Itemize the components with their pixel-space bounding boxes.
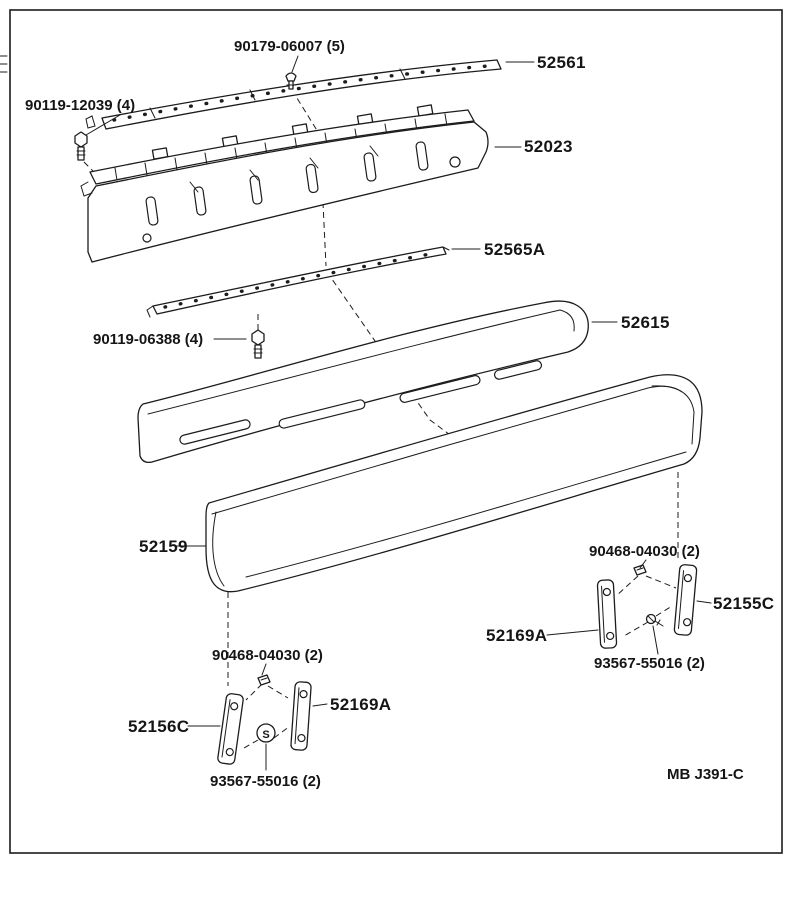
part-52615-energy-absorber bbox=[137, 300, 589, 464]
callout-52155c: 52155C bbox=[713, 594, 774, 613]
callout-52023: 52023 bbox=[524, 137, 573, 156]
face-hatch-ticks bbox=[189, 145, 379, 193]
reinforcement-slots bbox=[145, 141, 429, 226]
screw-93567-right bbox=[645, 613, 664, 627]
callout-52156c: 52156C bbox=[128, 717, 189, 736]
callout-90468-right: 90468-04030 (2) bbox=[589, 543, 700, 560]
callout-labels: 90179-06007 (5) 52561 90119-12039 (4) 52… bbox=[25, 38, 774, 790]
callout-52169a-right: 52169A bbox=[486, 626, 547, 645]
diagram-code: MB J391-C bbox=[667, 766, 744, 783]
screw-93567-left: S bbox=[256, 723, 276, 743]
registration-marks bbox=[0, 55, 8, 73]
bracket-52155c bbox=[673, 564, 698, 636]
part-52159-bumper-cover bbox=[205, 374, 703, 593]
callout-52565a: 52565A bbox=[484, 240, 545, 259]
callout-90179-06007: 90179-06007 (5) bbox=[234, 38, 345, 55]
callout-52561: 52561 bbox=[537, 53, 586, 72]
callout-52615: 52615 bbox=[621, 313, 670, 332]
clip-90468-left bbox=[257, 674, 271, 686]
reinforcement-tabs bbox=[151, 104, 434, 160]
callout-93567-left: 93567-55016 (2) bbox=[210, 773, 321, 790]
callout-52159: 52159 bbox=[139, 537, 188, 556]
bracket-52169a-right bbox=[596, 579, 618, 649]
screw-symbol-s: S bbox=[262, 729, 269, 741]
callout-90119-06388: 90119-06388 (4) bbox=[93, 331, 203, 348]
border-frame bbox=[9, 9, 783, 854]
bracket-52169a-left bbox=[290, 681, 312, 751]
callout-93567-right: 93567-55016 (2) bbox=[594, 655, 705, 672]
bolt-90119-06388 bbox=[251, 329, 265, 359]
fastener-90179-grommet bbox=[285, 72, 297, 90]
part-52565a-retainer-strip bbox=[146, 246, 450, 318]
absorber-slots bbox=[179, 360, 543, 445]
bolt-90119-12039 bbox=[74, 131, 88, 161]
callout-90119-12039: 90119-12039 (4) bbox=[25, 97, 135, 114]
part-52023-reinforcement bbox=[80, 104, 489, 263]
callout-52169a-left: 52169A bbox=[330, 695, 391, 714]
callout-90468-left: 90468-04030 (2) bbox=[212, 647, 323, 664]
bracket-52156c bbox=[217, 693, 244, 765]
leader-lines bbox=[85, 55, 712, 771]
part-52561-retainer-strip bbox=[85, 59, 502, 130]
clip-90468-right bbox=[633, 564, 647, 576]
